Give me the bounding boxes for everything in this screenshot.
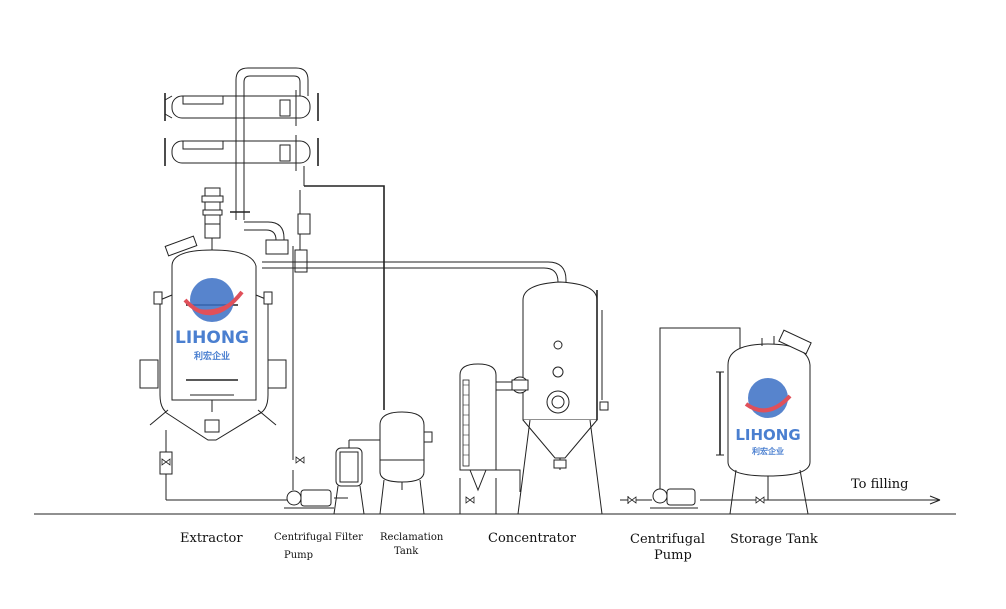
condenser-upper xyxy=(164,90,319,126)
valve-icon xyxy=(465,496,475,504)
label-centrifugal-filter: Centrifugal Filter xyxy=(274,532,363,543)
label-reclamation-tank: Tank xyxy=(394,546,419,557)
label-reclamation: Reclamation xyxy=(380,532,444,543)
extractor-vessel xyxy=(139,187,290,501)
vapor-pipe xyxy=(230,67,309,255)
label-centrifugal: Centrifugal xyxy=(630,532,706,547)
bag-filter xyxy=(333,439,384,515)
valve-icon xyxy=(755,496,765,504)
label-storage-tank: Storage Tank xyxy=(730,532,818,547)
logo-subtitle: 利宏企业 xyxy=(193,350,230,362)
transfer-pipe xyxy=(262,261,567,286)
valve-icon xyxy=(295,456,305,464)
heat-exchanger xyxy=(459,363,526,514)
filter-pump xyxy=(284,470,348,509)
label-concentrator: Concentrator xyxy=(488,531,576,546)
lihong-logo-storage: LIHONG 利宏企业 xyxy=(735,378,801,456)
label-centrifugal-pump: Pump xyxy=(654,548,692,563)
logo-brand-2: LIHONG xyxy=(735,426,800,444)
condensate-pipe xyxy=(292,166,385,460)
concentrator-vessel xyxy=(511,281,609,515)
logo-subtitle-2: 利宏企业 xyxy=(751,446,784,456)
reclamation-tank-vessel xyxy=(379,411,433,515)
condenser-lower xyxy=(164,135,319,171)
valve-icon xyxy=(627,496,637,504)
centrifugal-pump xyxy=(620,327,741,509)
label-to-filling: To filling xyxy=(851,477,909,492)
label-extractor: Extractor xyxy=(180,531,243,546)
logo-brand: LIHONG xyxy=(175,328,249,348)
label-filter-pump: Pump xyxy=(284,550,314,561)
lihong-logo-extractor: LIHONG 利宏企业 xyxy=(175,278,249,362)
